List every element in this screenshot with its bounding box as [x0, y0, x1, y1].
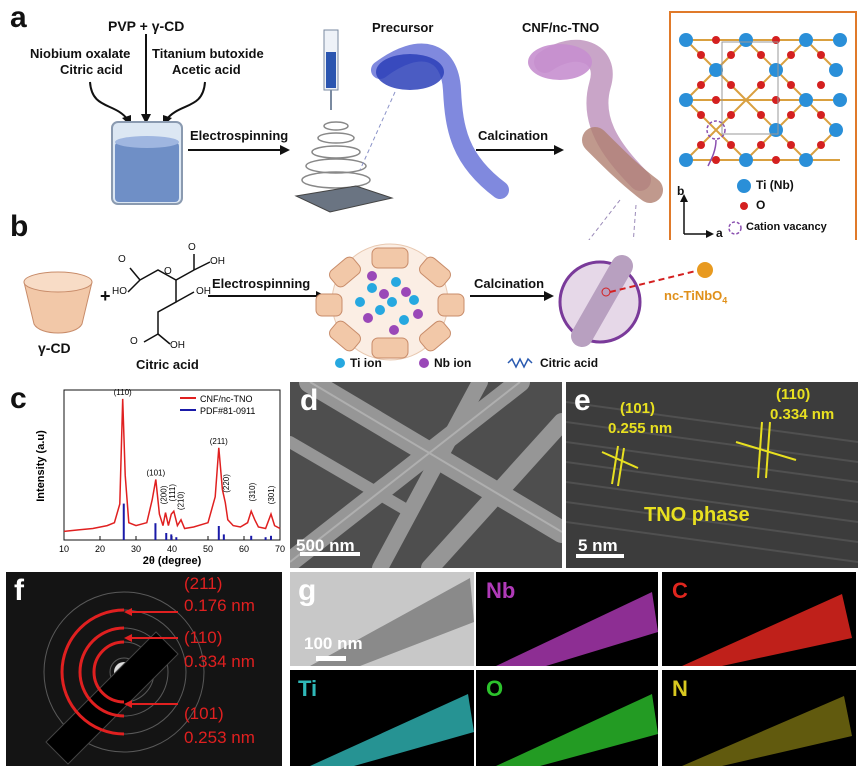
panel-letter-e: e: [574, 384, 591, 417]
citric-atom-ho: HO: [112, 286, 127, 297]
xrd-peak-label: (310): [248, 482, 257, 501]
f-ring-101-d: 0.253 nm: [184, 728, 255, 747]
xrd-xlabel: 2θ (degree): [143, 555, 202, 567]
xrd-x-tick-label: 30: [131, 544, 141, 554]
reagents-top-label: PVP + γ-CD: [108, 18, 185, 34]
f-ring-110-hkl: (110): [184, 628, 223, 647]
sem-scale-bar: [300, 552, 360, 556]
axis-a-label: a: [716, 226, 723, 240]
xrd-x-tick-label: 20: [95, 544, 105, 554]
citric-atom-oh2: OH: [170, 340, 185, 351]
xrd-peak-label: (101): [146, 469, 165, 478]
f-ring-101-hkl: (101): [184, 704, 224, 723]
citric-atom-o3: O: [130, 336, 138, 347]
a-product-label: CNF/nc-TNO: [522, 20, 600, 35]
eds-label-nb: Nb: [486, 578, 516, 603]
hrtem-image: [566, 382, 858, 568]
citric-atom-o2: O: [188, 242, 196, 253]
panel-letter-b: b: [10, 210, 29, 243]
panel-letter-c: c: [10, 382, 27, 415]
eds-map-o: [476, 670, 658, 766]
b-citric-label: Citric acid: [136, 357, 199, 372]
g-scale-text: 100 nm: [304, 634, 363, 653]
e-d101-hkl: (101): [620, 400, 656, 417]
xrd-peak-label: (301): [267, 485, 276, 504]
xrd-x-tick-label: 60: [239, 544, 249, 554]
b-legend-ti: Ti ion: [350, 356, 382, 370]
xrd-x-tick-label: 10: [59, 544, 69, 554]
e-d101-val: 0.255 nm: [608, 420, 673, 437]
xrd-peak-label: (200): [159, 485, 168, 504]
tem-image: [290, 572, 474, 666]
xrd-chart: 10 20 30 40 50 60 70 (110) (101) (200)(111)(210)…: [35, 388, 285, 567]
b-step1-label: Electrospinning: [212, 276, 311, 291]
crystal-legend-vacancy: Cation vacancy: [746, 221, 827, 233]
xrd-peak-label: (210): [176, 491, 185, 510]
panel-letter-g: g: [298, 574, 317, 607]
crystal-legend-o: O: [756, 198, 766, 212]
panel-a-drawing: [89, 11, 857, 240]
crystal-legend-ti: Ti (Nb): [756, 178, 794, 192]
panel-letter-a: a: [10, 1, 27, 34]
f-ring-211-d: 0.176 nm: [184, 596, 255, 615]
panel-letter-f: f: [14, 574, 24, 607]
citric-atom-o1: O: [118, 254, 126, 265]
e-d110-val: 0.334 nm: [770, 406, 835, 423]
citric-atom-o4: O: [164, 266, 172, 277]
xrd-series-measured: [63, 398, 281, 533]
reagents-left-1: Niobium oxalate: [30, 46, 131, 61]
e-phase-label: TNO phase: [644, 504, 750, 526]
e-scale-text: 5 nm: [578, 536, 618, 555]
eds-label-n: N: [672, 676, 688, 701]
a-step1-label: Electrospinning: [190, 128, 289, 143]
panel-b-drawing: [23, 243, 713, 369]
xrd-x-tick-label: 70: [275, 544, 285, 554]
xrd-peak-label: (110): [114, 388, 132, 397]
eds-label-o: O: [486, 676, 504, 701]
xrd-peak-label: (211): [210, 437, 228, 446]
b-legend-nb: Nb ion: [434, 356, 472, 370]
xrd-x-tick-label: 40: [167, 544, 177, 554]
eds-label-c: C: [672, 578, 688, 603]
eds-map-ti: [290, 670, 474, 766]
xrd-legend-1: PDF#81-0911: [200, 406, 255, 416]
citric-atom-oh1: OH: [210, 256, 225, 267]
b-step2-label: Calcination: [474, 276, 545, 291]
eds-map-n: [662, 670, 856, 766]
a-step2-label: Calcination: [478, 128, 549, 143]
b-legend-ca: Citric acid: [540, 356, 599, 370]
eds-map-nb: [476, 572, 658, 666]
saed-image: [6, 572, 282, 766]
xrd-legend-0: CNF/nc-TNO: [200, 394, 253, 404]
citric-atom-oh3: OH: [196, 286, 211, 297]
b-product-label: nc-TiNbO4: [664, 288, 728, 306]
xrd-x-tick-label: 50: [203, 544, 213, 554]
sem-image: [290, 382, 562, 568]
eds-label-ti: Ti: [298, 676, 318, 701]
reagents-right-1: Titanium butoxide: [152, 46, 264, 61]
axis-b-label: b: [677, 184, 685, 198]
panel-letter-d: d: [300, 384, 319, 417]
xrd-peak-label: (111): [168, 484, 177, 502]
xrd-ylabel: Intensity (a.u): [35, 430, 47, 502]
reagents-left-2: Citric acid: [60, 62, 123, 77]
f-ring-110-d: 0.334 nm: [184, 652, 255, 671]
sem-scale-text: 500 nm: [296, 536, 355, 555]
b-cd-label: γ-CD: [38, 340, 71, 356]
xrd-series-reference: [122, 503, 272, 540]
e-d110-hkl: (110): [776, 386, 811, 403]
b-plus: +: [100, 286, 111, 306]
a-precursor-label: Precursor: [372, 20, 434, 35]
eds-map-c: [662, 572, 856, 666]
reagents-right-2: Acetic acid: [172, 62, 241, 77]
xrd-peak-label: (220): [222, 474, 231, 493]
f-ring-211-hkl: (211): [184, 574, 223, 593]
